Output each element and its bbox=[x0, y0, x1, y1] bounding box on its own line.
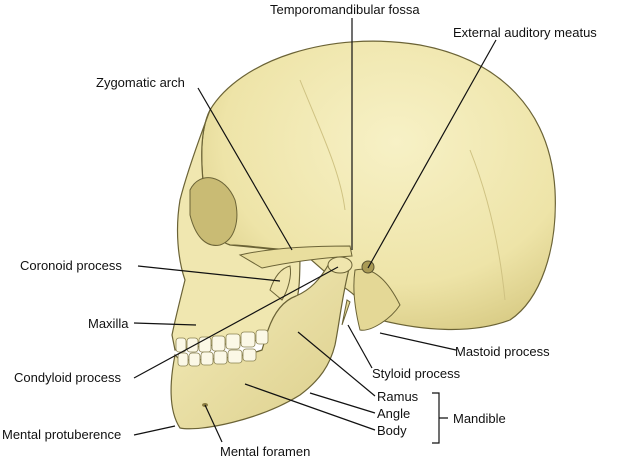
leader-styloid-process bbox=[347, 324, 373, 369]
styloid-shape bbox=[341, 299, 351, 326]
leader-body bbox=[244, 383, 376, 431]
leader-ramus bbox=[297, 331, 376, 397]
label-body: Body bbox=[377, 423, 407, 438]
label-temporomandibular-fossa: Temporomandibular fossa bbox=[270, 2, 420, 17]
leader-zygomatic-arch bbox=[197, 87, 293, 251]
leader-mental-protuberence bbox=[133, 425, 176, 436]
leader-coronoid-process bbox=[137, 265, 281, 282]
leader-angle bbox=[309, 392, 376, 414]
label-angle: Angle bbox=[377, 406, 411, 421]
leader-mental-foramen bbox=[204, 404, 223, 443]
orbit bbox=[189, 177, 238, 246]
label-mental-protuberence: Mental protuberence bbox=[2, 427, 122, 442]
label-mental-foramen: Mental foramen bbox=[220, 444, 311, 459]
coronal-suture bbox=[299, 79, 346, 211]
label-mastoid-process: Mastoid process bbox=[455, 344, 550, 359]
label-maxilla: Maxilla bbox=[88, 316, 129, 331]
leader-maxilla bbox=[133, 322, 197, 326]
leader-condyloid-process bbox=[133, 266, 339, 379]
label-mandible: Mandible bbox=[453, 411, 506, 426]
label-styloid-process: Styloid process bbox=[372, 366, 461, 381]
label-coronoid-process: Coronoid process bbox=[20, 258, 122, 273]
zygomatic-arch-shape bbox=[238, 245, 353, 269]
coronoid-shape bbox=[269, 265, 291, 301]
mastoid-region bbox=[353, 268, 401, 331]
label-ramus: Ramus bbox=[377, 389, 419, 404]
mandible-bracket bbox=[432, 392, 448, 444]
leader-mastoid-process bbox=[379, 332, 457, 351]
label-zygomatic-arch: Zygomatic arch bbox=[96, 75, 185, 90]
label-condyloid-process: Condyloid process bbox=[14, 370, 121, 385]
label-external-auditory-meatus: External auditory meatus bbox=[453, 25, 597, 40]
leader-lines bbox=[133, 18, 497, 444]
lower-teeth bbox=[177, 348, 257, 367]
lambdoid-suture bbox=[469, 149, 506, 301]
leader-external-auditory-meatus bbox=[367, 39, 497, 269]
